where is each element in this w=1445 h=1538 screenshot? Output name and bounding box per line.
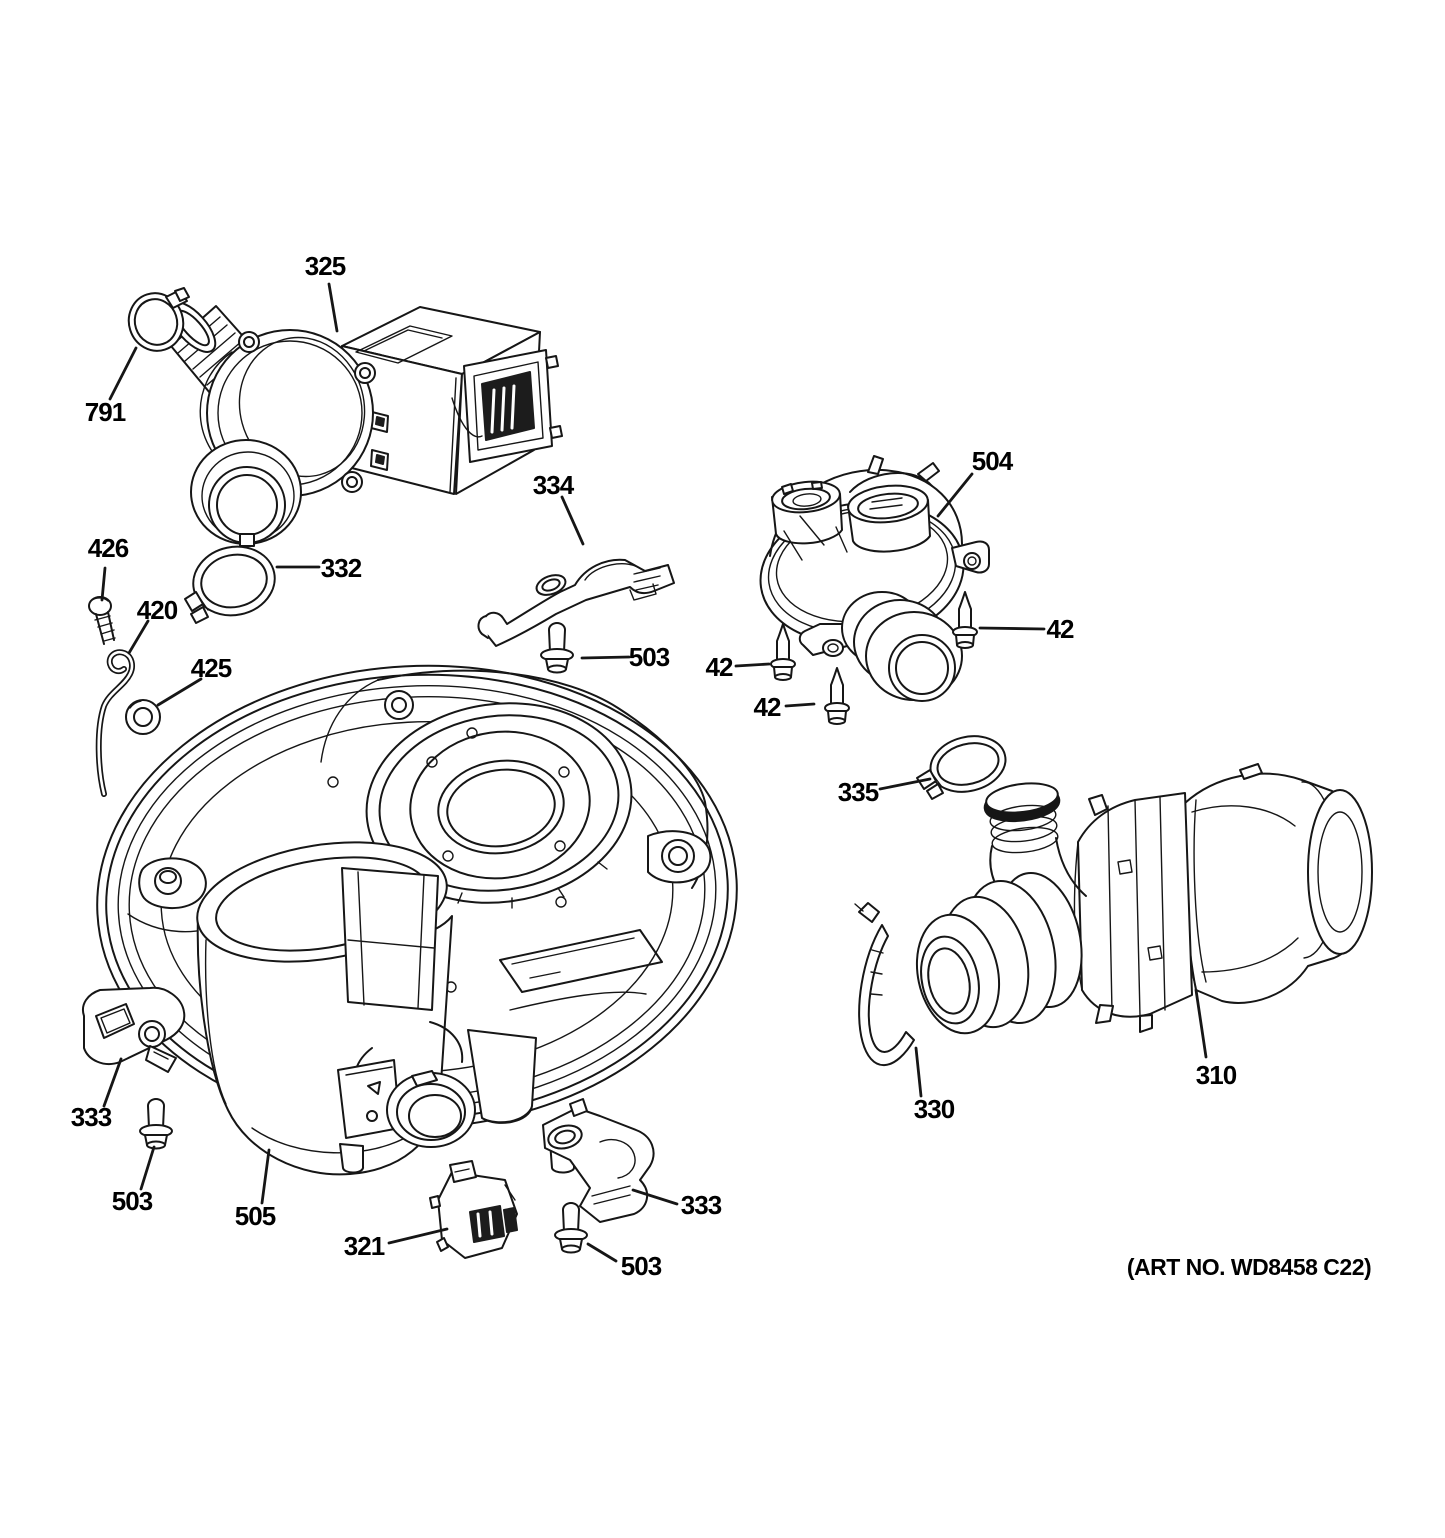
- leader-325: [327, 282, 339, 333]
- callout-420: 420: [137, 595, 178, 625]
- leader-791: [108, 346, 138, 401]
- callout-321: 321: [344, 1231, 385, 1261]
- leader-426: [100, 566, 107, 602]
- callout-503-left: 503: [112, 1186, 153, 1216]
- part-325-circulation-pump: [167, 301, 563, 547]
- callout-503-upper: 503: [629, 642, 670, 672]
- leader-42-lower: [784, 702, 816, 708]
- part-333-bracket-right: [542, 1098, 655, 1223]
- leader-333-left: [102, 1057, 123, 1108]
- leader-503-left: [139, 1145, 156, 1191]
- callout-505: 505: [235, 1201, 276, 1231]
- part-42-fastener-right: [952, 591, 978, 649]
- leader-333-right: [631, 1188, 679, 1206]
- part-425-grommet: [125, 699, 161, 735]
- callout-310: 310: [1196, 1060, 1237, 1090]
- part-791-clamp: [127, 287, 190, 352]
- callout-791: 791: [85, 397, 126, 427]
- callout-426: 426: [88, 533, 129, 563]
- callout-425: 425: [191, 653, 232, 683]
- leader-321: [387, 1227, 449, 1245]
- part-504-check-valve-housing: [759, 455, 990, 702]
- leader-42-right: [978, 626, 1046, 631]
- part-503-screw-lower: [554, 1202, 588, 1254]
- part-426-screw: [88, 596, 116, 645]
- part-42-fastener-left: [770, 623, 796, 681]
- part-420-wire-clip: [95, 649, 135, 797]
- part-334-bracket: [477, 558, 675, 647]
- leader-310: [1194, 988, 1208, 1059]
- part-310-drain-pump-motor: [915, 763, 1373, 1035]
- callout-333-left: 333: [71, 1102, 112, 1132]
- callout-504: 504: [972, 446, 1014, 476]
- leader-503-upper: [580, 655, 631, 660]
- part-42-fastener-lower: [824, 667, 850, 725]
- callouts: 325 791 426 420 425 332 334 503 504 42 4…: [71, 251, 1372, 1281]
- callout-333-right: 333: [681, 1190, 722, 1220]
- callout-42-left: 42: [706, 652, 733, 682]
- leader-420: [127, 619, 150, 655]
- callout-334: 334: [533, 470, 575, 500]
- part-503-screw-left: [139, 1098, 173, 1150]
- part-330-clamp: [854, 902, 915, 1067]
- leader-330: [914, 1046, 923, 1098]
- part-321-sensor: [429, 1160, 518, 1259]
- leader-335: [878, 777, 932, 791]
- leader-504: [936, 472, 974, 518]
- part-503-screw-upper: [540, 622, 574, 674]
- callout-332: 332: [321, 553, 362, 583]
- leader-425: [156, 677, 203, 707]
- part-332-clamp: [184, 545, 276, 624]
- part-333-bracket-left: [82, 986, 186, 1073]
- callout-325: 325: [305, 251, 346, 281]
- art-number-label: (ART NO. WD8458 C22): [1127, 1254, 1371, 1280]
- leader-42-left: [734, 662, 771, 668]
- leader-505: [260, 1148, 271, 1205]
- leader-334: [560, 495, 585, 546]
- callout-335: 335: [838, 777, 879, 807]
- callout-42-lower: 42: [754, 692, 781, 722]
- callout-42-right: 42: [1047, 614, 1074, 644]
- part-335-clamp: [916, 735, 1007, 800]
- leader-503-lower: [586, 1242, 618, 1263]
- callout-330: 330: [914, 1094, 955, 1124]
- callout-503-lower: 503: [621, 1251, 662, 1281]
